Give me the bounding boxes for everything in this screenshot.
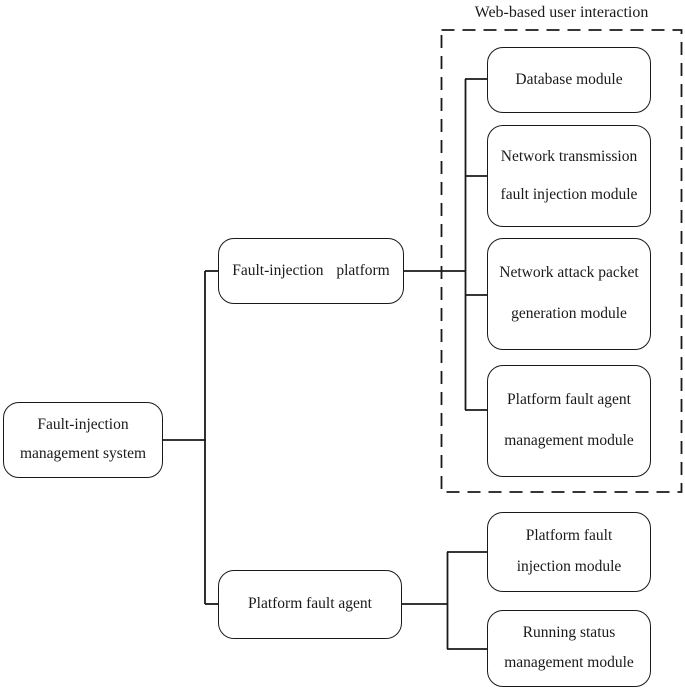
node-platform-fault-injection-module: Platform fault injection module xyxy=(487,512,651,592)
node-network-attack-packet-generation-module: Network attack packet generation module xyxy=(487,238,651,350)
web-interaction-group-border xyxy=(440,29,683,493)
node-text-line: Platform fault agent xyxy=(507,390,631,408)
node-text-line: generation module xyxy=(511,305,627,323)
node-text-line: Database module xyxy=(515,70,623,88)
node-fault-injection-management-system: Fault-injection management system xyxy=(3,402,163,478)
node-running-status-management-module: Running status management module xyxy=(487,610,651,687)
node-fault-injection-platform: Fault-injection platform xyxy=(218,238,404,304)
node-text-line: Running status xyxy=(522,624,616,642)
node-text-line: Network transmission xyxy=(500,147,638,165)
node-network-transmission-fault-injection-module: Network transmission fault injection mod… xyxy=(487,125,651,227)
node-text-line: Network attack packet xyxy=(499,263,639,281)
node-text-line: injection module xyxy=(516,558,622,576)
node-text-line: Fault-injection xyxy=(37,415,129,433)
node-text-line: management module xyxy=(504,432,634,450)
node-text-line: management module xyxy=(504,654,634,672)
node-database-module: Database module xyxy=(487,47,651,113)
node-platform-fault-agent-management-module: Platform fault agent management module xyxy=(487,365,651,477)
node-text-line: Platform fault agent xyxy=(248,595,372,613)
node-text-line: management system xyxy=(19,445,147,463)
node-platform-fault-agent: Platform fault agent xyxy=(218,570,402,639)
node-text-line: fault injection module xyxy=(500,185,638,203)
node-text-line: Platform fault xyxy=(525,527,613,545)
group-label-web-interaction: Web-based user interaction xyxy=(474,4,649,21)
node-text-line: Fault-injection platform xyxy=(232,261,390,279)
